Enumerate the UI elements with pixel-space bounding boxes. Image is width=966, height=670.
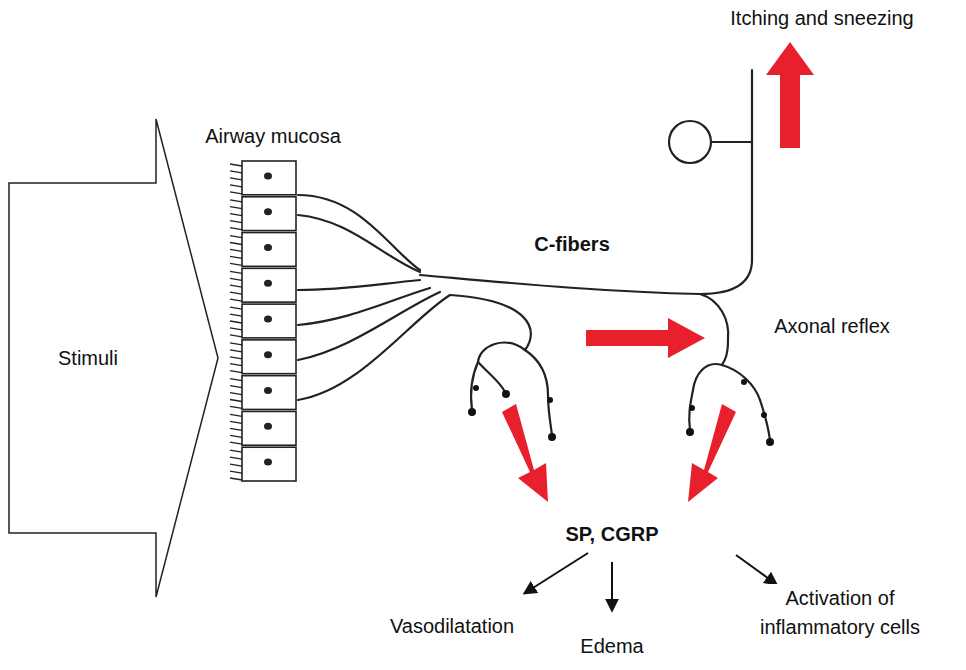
- fiber-label: C-fibers: [531, 230, 613, 259]
- reflex-label: Axonal reflex: [771, 312, 893, 341]
- mediator-label: SP, CGRP: [563, 520, 662, 549]
- tissue-heading: Airway mucosa: [205, 124, 341, 148]
- effect-label: Activation of inflammatory cells: [727, 584, 953, 642]
- input-label: Stimuli: [18, 346, 158, 370]
- effect-label: Vasodilatation: [387, 612, 517, 641]
- effect-label: Itching and sneezing: [727, 4, 916, 33]
- stimuli-arrow: Stimuli: [8, 118, 220, 598]
- mucosa-column: Airway mucosa: [228, 160, 298, 482]
- effect-label: Edema: [577, 632, 646, 661]
- epithelial-cells: [228, 160, 298, 482]
